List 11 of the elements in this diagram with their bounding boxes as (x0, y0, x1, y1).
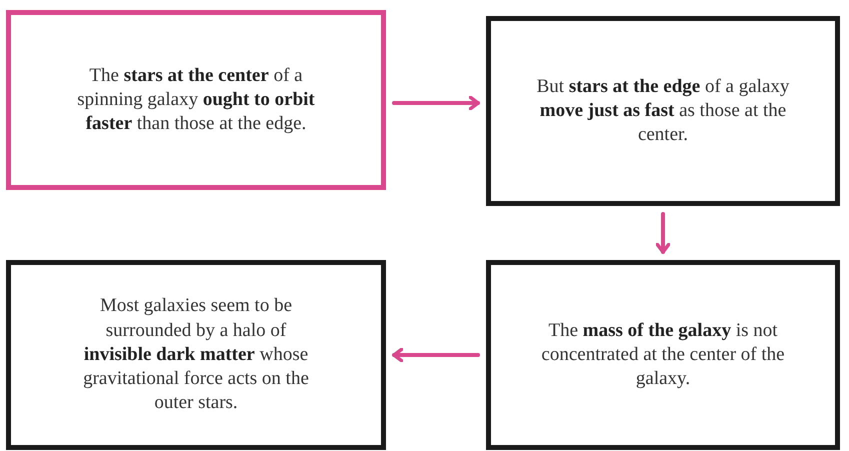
text-box (486, 16, 840, 206)
text-box (486, 260, 840, 450)
statement-text: But stars at the edge of a galaxy move just as fast as those at the center. (536, 74, 790, 148)
arrow (655, 212, 671, 254)
statement-text: The stars at the center of a spinning galaxy ought to orbit faster than those at the edge. (76, 64, 316, 136)
text-box (6, 260, 386, 450)
statement-text: The mass of the galaxy is not concentrated at the center of the galaxy. (540, 318, 786, 392)
statement-text: Most galaxies seem to be surrounded by a halo of invisible dark matter whose gravitational force acts on the outer stars. (82, 294, 310, 416)
arrow (392, 95, 480, 111)
text-box (6, 10, 386, 190)
arrow (392, 347, 480, 363)
